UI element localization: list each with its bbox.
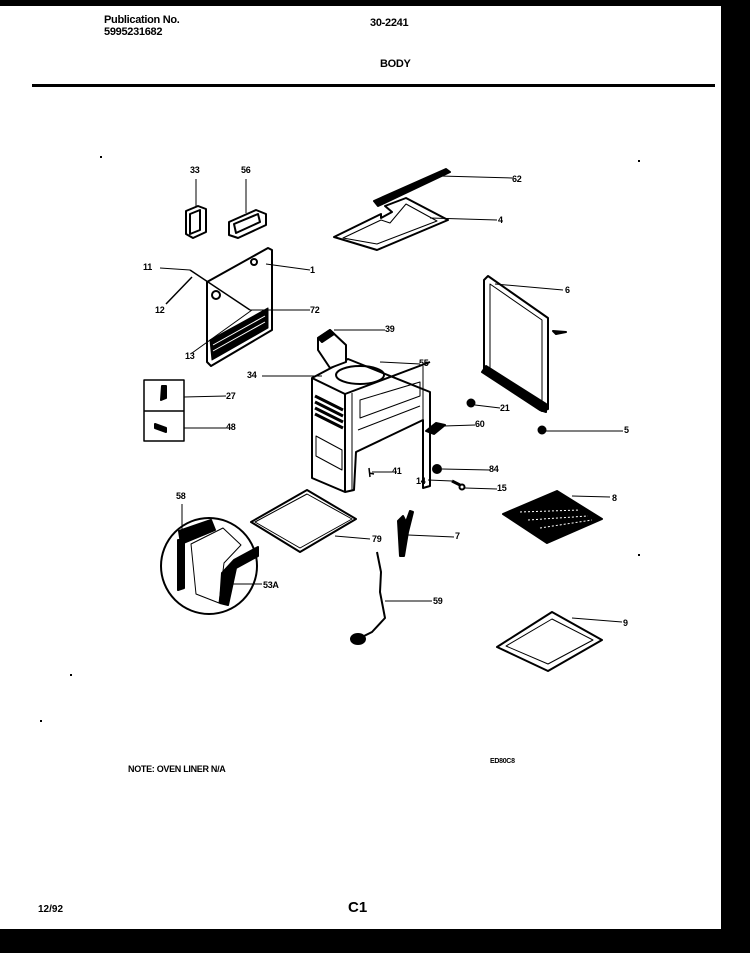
callout-39: 39 <box>385 324 395 334</box>
part-84-bushing-icon <box>432 464 491 474</box>
callout-79: 79 <box>372 534 382 544</box>
scan-speck <box>638 554 640 556</box>
publication-label: Publication No. <box>104 14 180 26</box>
part-15-screw-icon <box>427 479 498 491</box>
scan-speck <box>40 720 42 722</box>
scan-speck <box>100 156 102 158</box>
section-title: BODY <box>380 58 411 70</box>
callout-15: 15 <box>497 483 507 493</box>
part-7-bracket-icon <box>397 510 455 557</box>
callout-41: 41 <box>392 466 402 476</box>
part-56-handle-trim-icon <box>228 179 267 239</box>
callout-58: 58 <box>176 491 186 501</box>
callout-12: 12 <box>155 305 165 315</box>
callout-13: 13 <box>185 351 195 361</box>
callout-84: 84 <box>489 464 499 474</box>
part-62-strip-icon <box>373 168 513 207</box>
exploded-view-drawing: 33 56 62 4 11 1 12 72 6 39 13 55 34 27 2… <box>143 165 629 672</box>
part-9-broiler-pan-icon <box>496 611 623 672</box>
header-rule <box>32 84 715 87</box>
callout-14: 14 <box>416 476 426 486</box>
callout-11: 11 <box>143 262 152 272</box>
revision-date: 12/92 <box>38 904 64 915</box>
oven-liner-note: NOTE: OVEN LINER N/A <box>128 764 226 774</box>
callout-48: 48 <box>226 422 236 432</box>
callout-9: 9 <box>623 618 628 628</box>
part-27-48-hardware-box-icon <box>143 379 227 442</box>
part-33-trim-icon <box>185 179 207 239</box>
callout-4: 4 <box>498 215 503 225</box>
callout-55: 55 <box>419 358 429 368</box>
part-58-53A-insulation-detail-icon <box>160 504 262 615</box>
part-5-leveler-icon <box>537 425 623 435</box>
callout-56: 56 <box>241 165 251 175</box>
part-4-top-gasket-icon <box>333 197 498 251</box>
part-79-bottom-panel-icon <box>250 489 371 553</box>
callout-21: 21 <box>500 403 510 413</box>
part-21-screw-icon <box>466 398 501 409</box>
page-number: C1 <box>348 899 368 916</box>
callout-33: 33 <box>190 165 200 175</box>
diagram-code: ED80C8 <box>490 758 515 765</box>
callout-7: 7 <box>455 531 460 541</box>
scan-speck <box>70 674 72 676</box>
parts-diagram-page: Publication No. 5995231682 30-2241 BODY <box>0 6 721 929</box>
callout-62: 62 <box>512 174 522 184</box>
callout-1: 1 <box>310 265 315 275</box>
part-8-oven-rack-icon <box>502 490 611 544</box>
callout-59: 59 <box>433 596 443 606</box>
part-6-side-panel-icon <box>481 275 567 413</box>
scan-speck <box>638 160 640 162</box>
part-callout-labels: 33 56 62 4 11 1 12 72 6 39 13 55 34 27 2… <box>143 165 629 628</box>
callout-72: 72 <box>310 305 320 315</box>
part-oven-body-icon <box>262 329 476 493</box>
callout-6: 6 <box>565 285 570 295</box>
callout-5: 5 <box>624 425 629 435</box>
part-59-power-cord-icon <box>350 551 432 645</box>
callout-53A: 53A <box>263 580 279 590</box>
model-code: 30-2241 <box>370 17 409 29</box>
callout-27: 27 <box>226 391 236 401</box>
callout-60: 60 <box>475 419 485 429</box>
callout-34: 34 <box>247 370 257 380</box>
part-1-control-panel-icon <box>159 247 311 367</box>
publication-number: 5995231682 <box>104 26 163 38</box>
callout-8: 8 <box>612 493 617 503</box>
